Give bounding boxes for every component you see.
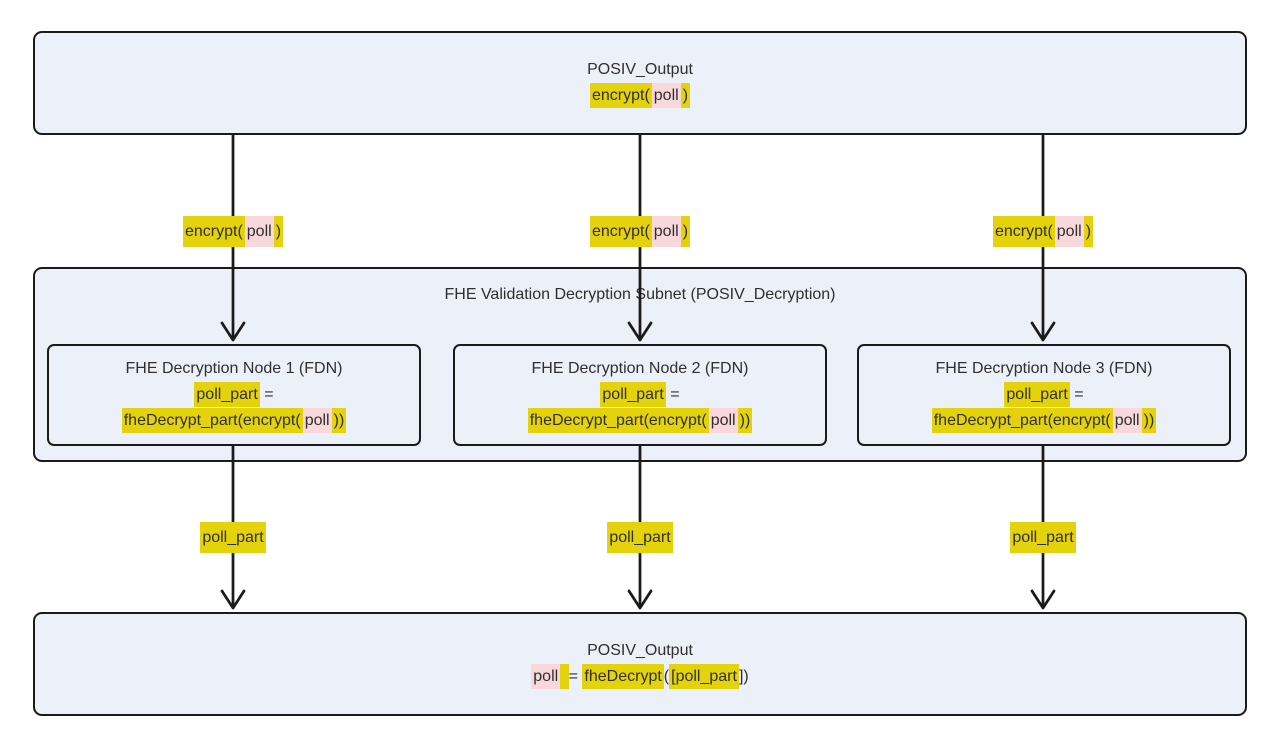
text-segment: poll — [651, 83, 681, 108]
text-segment: fheDecrypt_part(encrypt( — [931, 408, 1113, 433]
node-expression: poll_part = — [194, 382, 274, 408]
node-expression: encrypt(poll) — [589, 83, 691, 109]
text-segment: )) — [1141, 408, 1157, 433]
text-segment: poll_part — [1004, 382, 1070, 407]
text-segment: ) — [680, 216, 691, 247]
text-segment: poll — [651, 216, 681, 247]
node-expression: fheDecrypt_part(encrypt(poll)) — [931, 408, 1157, 434]
node-expression: poll_part = — [600, 382, 680, 408]
subnet-title: FHE Validation Decryption Subnet (POSIV_… — [444, 286, 836, 303]
text-segment: ) — [273, 216, 284, 247]
edge-label-poll-part-3: poll_part — [893, 522, 1193, 553]
edge-label-poll-part-1: poll_part — [83, 522, 383, 553]
text-segment: poll — [1112, 408, 1142, 433]
text-segment: poll_part — [200, 522, 266, 553]
fdn-node-3: FHE Decryption Node 3 (FDN) poll_part = … — [857, 344, 1231, 446]
text-segment: poll — [1054, 216, 1084, 247]
text-segment: poll_part — [600, 382, 666, 407]
text-segment: poll_part — [194, 382, 260, 407]
text-segment: poll_part — [607, 522, 673, 553]
posiv-output-source-node: POSIV_Output encrypt(poll) — [33, 31, 1247, 135]
node-title: FHE Decryption Node 1 (FDN) — [125, 360, 343, 377]
text-segment: )) — [737, 408, 753, 433]
text-segment: poll_part — [1010, 522, 1076, 553]
text-segment: = — [1069, 386, 1084, 403]
text-segment — [560, 664, 569, 689]
text-segment: ) — [680, 83, 691, 108]
node-title: FHE Decryption Node 3 (FDN) — [935, 360, 1153, 377]
text-segment: encrypt( — [182, 216, 245, 247]
node-expression: fheDecrypt_part(encrypt(poll)) — [527, 408, 753, 434]
text-segment: fheDecrypt_part(encrypt( — [527, 408, 709, 433]
text-segment: fheDecrypt — [582, 664, 664, 689]
node-expression: poll = fheDecrypt([poll_part]) — [531, 664, 749, 690]
fdn-node-2: FHE Decryption Node 2 (FDN) poll_part = … — [453, 344, 827, 446]
node-title: POSIV_Output — [587, 642, 693, 659]
text-segment: encrypt( — [589, 216, 652, 247]
edge-label-encrypt-poll-3: encrypt(poll) — [893, 216, 1193, 247]
text-segment: encrypt( — [992, 216, 1055, 247]
text-segment: poll — [531, 664, 561, 689]
text-segment: encrypt( — [589, 83, 652, 108]
text-segment: poll — [708, 408, 738, 433]
text-segment: ]) — [738, 668, 749, 685]
text-segment: [poll_part — [669, 664, 739, 689]
text-segment: ( — [663, 668, 670, 685]
text-segment: poll — [244, 216, 274, 247]
text-segment: poll — [302, 408, 332, 433]
text-segment: fheDecrypt_part(encrypt( — [121, 408, 303, 433]
edge-label-encrypt-poll-1: encrypt(poll) — [83, 216, 383, 247]
node-expression: poll_part = — [1004, 382, 1084, 408]
node-title: FHE Decryption Node 2 (FDN) — [531, 360, 749, 377]
text-segment: = — [259, 386, 274, 403]
node-title: POSIV_Output — [587, 61, 693, 78]
text-segment: )) — [331, 408, 347, 433]
edge-label-poll-part-2: poll_part — [490, 522, 790, 553]
text-segment: = — [665, 386, 680, 403]
edge-label-encrypt-poll-2: encrypt(poll) — [490, 216, 790, 247]
text-segment: ) — [1083, 216, 1094, 247]
posiv-output-result-node: POSIV_Output poll = fheDecrypt([poll_par… — [33, 612, 1247, 716]
fdn-node-1: FHE Decryption Node 1 (FDN) poll_part = … — [47, 344, 421, 446]
node-expression: fheDecrypt_part(encrypt(poll)) — [121, 408, 347, 434]
text-segment: = — [568, 668, 583, 685]
